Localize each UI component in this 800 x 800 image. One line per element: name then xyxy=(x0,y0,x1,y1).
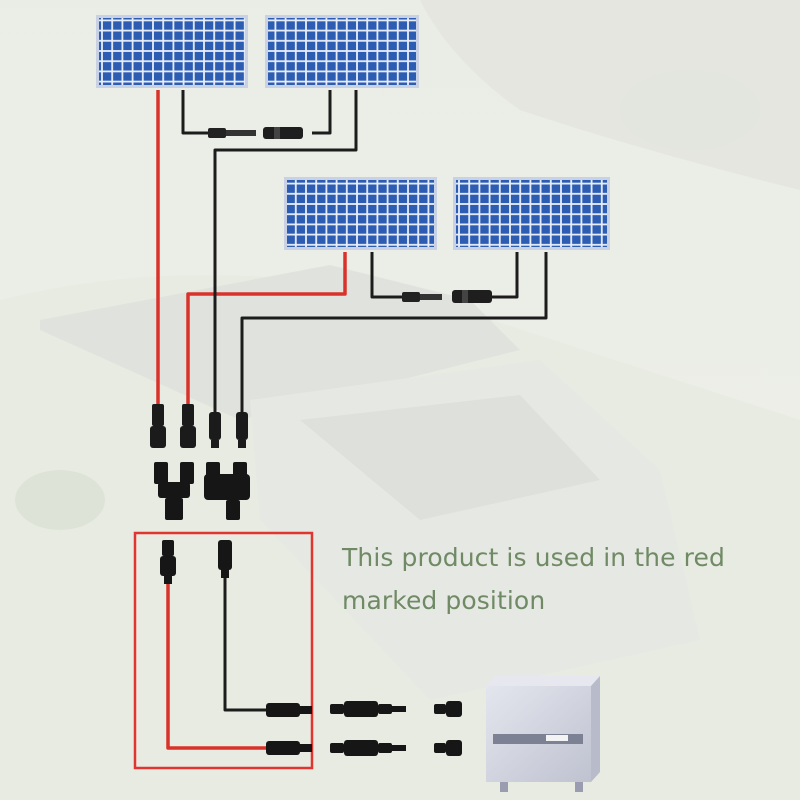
solar-panel-top-left xyxy=(96,15,248,88)
mc4-connector-pair-top xyxy=(208,127,303,139)
inverter xyxy=(486,676,600,792)
solar-panel-top-right xyxy=(265,15,419,88)
highlighted-connectors xyxy=(160,540,232,584)
negative-cables xyxy=(181,90,548,412)
caption-line-1: This product is used in the red xyxy=(342,543,725,572)
inverter-input-connectors xyxy=(266,701,462,756)
highlight-box xyxy=(133,531,314,770)
solar-panel-middle-right xyxy=(453,177,610,250)
mc4-connector-pair-middle xyxy=(402,290,492,303)
y-branch-connector-positive xyxy=(154,462,194,520)
y-branch-connector-negative xyxy=(204,462,250,520)
cable-end-connectors xyxy=(150,404,248,448)
highlight-positive-cable xyxy=(166,584,270,750)
positive-cables xyxy=(156,90,347,405)
solar-panel-middle-left xyxy=(284,177,437,250)
caption-line-2: marked position xyxy=(342,586,546,615)
usage-caption: This product is used in the red marked p… xyxy=(342,536,782,622)
highlight-negative-cable xyxy=(223,578,270,712)
